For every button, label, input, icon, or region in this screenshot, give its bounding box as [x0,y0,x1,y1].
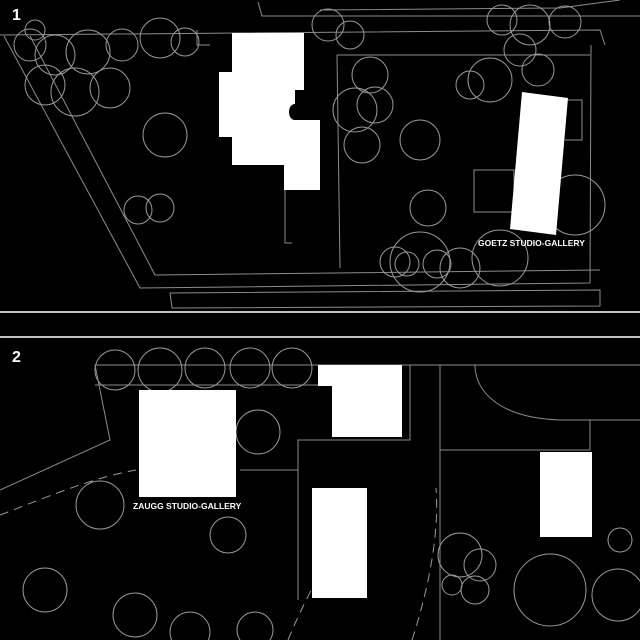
zaugg-studio-gallery-building [139,390,236,497]
zaugg-studio-gallery-label: ZAUGG STUDIO-GALLERY [133,501,242,511]
panel-2: 2 [0,347,640,640]
panel-2-number: 2 [12,349,21,366]
panel-1-trees [13,4,606,293]
panel-2-upper-building [318,365,402,437]
goetz-studio-gallery-building [510,92,568,235]
panel-1: 1 [0,0,640,309]
panel-1-main-building [219,33,320,190]
panel-2-buildings [139,365,592,598]
panel-2-right-building [540,452,592,537]
panel-2-trees [22,347,640,640]
panel-2-lower-building [312,488,367,598]
panel-1-buildings [219,33,568,235]
panel-1-number: 1 [12,7,21,24]
goetz-studio-gallery-label: GOETZ STUDIO-GALLERY [478,238,585,248]
